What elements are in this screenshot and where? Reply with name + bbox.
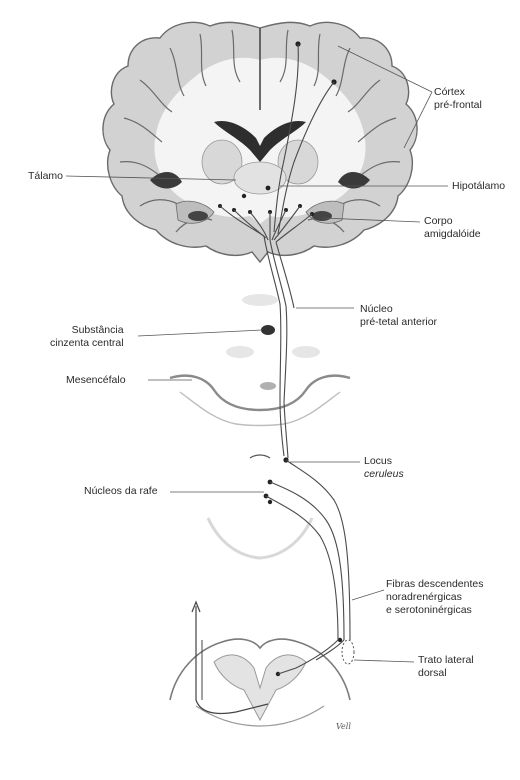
label-corpo-amigdaloide-line1: Corpo <box>424 215 481 228</box>
leader-substancia <box>138 330 262 336</box>
pons-floor <box>250 455 270 458</box>
label-nucleo-pretetal-line2: pré-tetal anterior <box>360 316 437 329</box>
label-nucleo-pretetal-line1: Núcleo <box>360 303 437 316</box>
thalamus-neuron <box>242 194 246 198</box>
label-locus-ceruleus: Locus ceruleus <box>364 455 404 481</box>
pons-outline <box>208 518 312 558</box>
label-nucleo-pretetal: Núcleo pré-tetal anterior <box>360 303 437 329</box>
amygdala-left <box>188 211 208 221</box>
label-fibras-line1: Fibras descendentes <box>386 578 483 591</box>
midbrain-section <box>170 294 350 426</box>
spinal-cord-section <box>170 602 354 726</box>
periaqueductal-gray <box>261 325 275 335</box>
pons-section <box>208 455 312 558</box>
label-corpo-amigdaloide: Corpo amigdalóide <box>424 215 481 241</box>
amygdala-right <box>312 211 332 221</box>
label-locus-line2: ceruleus <box>364 468 404 481</box>
midbrain-pale-1 <box>242 294 278 306</box>
spinal-gray-matter <box>214 655 306 720</box>
raphe-neuron-3 <box>268 500 272 504</box>
label-nucleos-rafe: Núcleos da rafe <box>84 485 158 498</box>
midbrain-base <box>180 392 340 426</box>
leader-trato <box>354 660 414 662</box>
dorsal-lateral-tract-marker <box>342 640 354 664</box>
illustrator-signature: Vell <box>336 722 351 731</box>
label-trato-line1: Trato lateral <box>418 654 474 667</box>
label-fibras-line3: e serotoninérgicas <box>386 604 483 617</box>
label-locus-line1: Locus <box>364 455 404 468</box>
label-cortex-prefrontal: Córtex pré-frontal <box>434 86 482 112</box>
aqueduct <box>260 382 276 390</box>
label-mesencefalo: Mesencéfalo <box>66 374 126 387</box>
label-cortex-prefrontal-line2: pré-frontal <box>434 99 482 112</box>
label-cortex-prefrontal-line1: Córtex <box>434 86 482 99</box>
label-trato-lateral-dorsal: Trato lateral dorsal <box>418 654 474 680</box>
label-substancia-cinzenta: Substância cinzenta central <box>50 324 124 350</box>
label-trato-line2: dorsal <box>418 667 474 680</box>
midbrain-pale-3 <box>292 346 320 358</box>
label-substancia-cinzenta-line1: Substância <box>50 324 124 337</box>
label-fibras-line2: noradrenérgicas <box>386 591 483 604</box>
label-fibras-descendentes: Fibras descendentes noradrenérgicas e se… <box>386 578 483 617</box>
label-talamo: Tálamo <box>28 170 63 183</box>
label-substancia-cinzenta-line2: cinzenta central <box>50 337 124 350</box>
midbrain-pale-2 <box>226 346 254 358</box>
leader-fibras <box>352 590 384 600</box>
label-hipotalamo: Hipotálamo <box>452 180 505 193</box>
label-corpo-amigdaloide-line2: amigdalóide <box>424 228 481 241</box>
hypothalamus-neuron <box>266 186 271 191</box>
thalamus-shape <box>234 162 286 194</box>
